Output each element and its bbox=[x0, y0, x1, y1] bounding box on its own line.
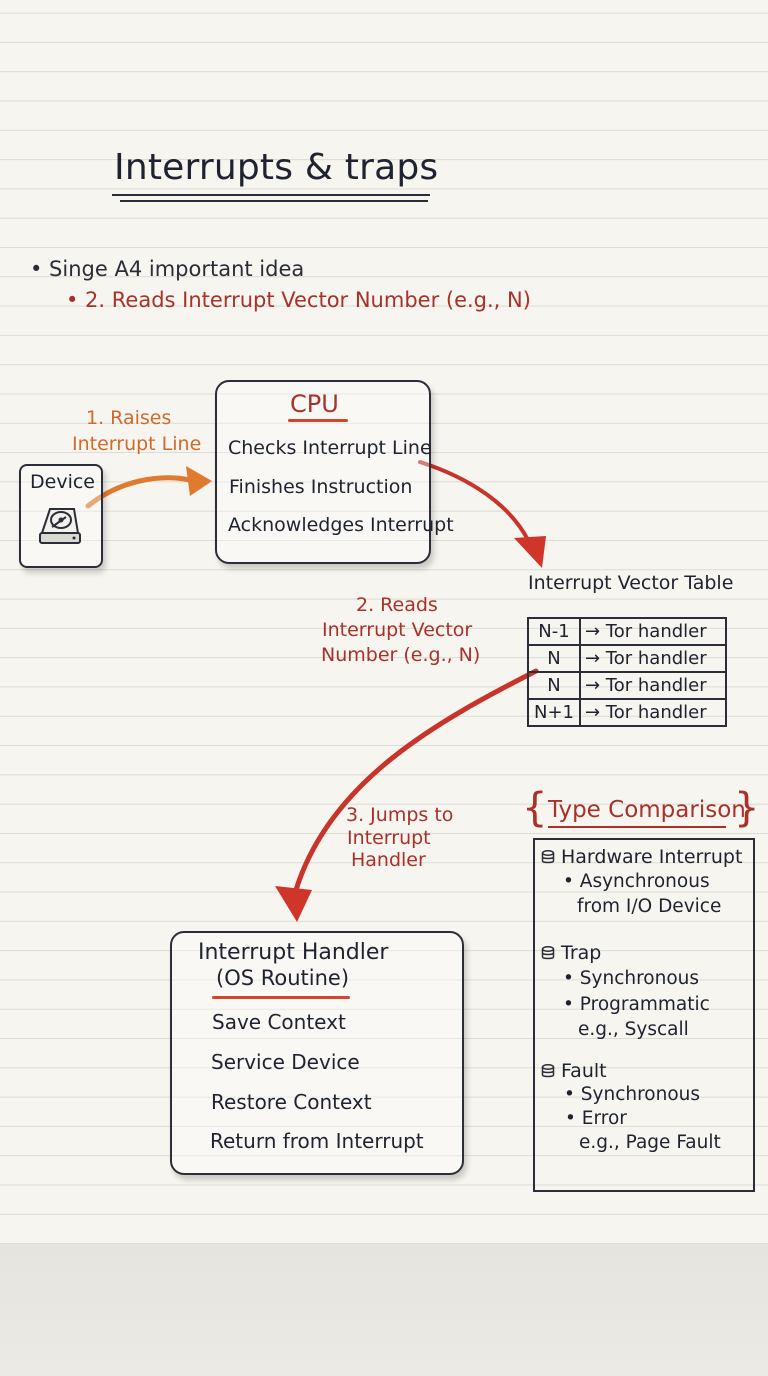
comparison-group-hardware: Hardware Interrupt bbox=[541, 848, 742, 867]
comparison-item: from I/O Device bbox=[577, 896, 722, 917]
comparison-item: e.g., Page Fault bbox=[579, 1132, 721, 1153]
comparison-brace-close: } bbox=[734, 785, 760, 831]
database-icon bbox=[541, 1064, 555, 1078]
ivt-entry: → Tor handler bbox=[579, 644, 727, 673]
interrupt-vector-table: N-1 → Tor handler N → Tor handler N → To… bbox=[527, 617, 727, 727]
comparison-group-fault: Fault bbox=[541, 1062, 607, 1081]
cpu-title-underline bbox=[288, 419, 348, 422]
ivt-entry: → Tor handler bbox=[579, 617, 727, 646]
comparison-group-name: Hardware Interrupt bbox=[561, 846, 743, 868]
database-icon bbox=[541, 946, 555, 960]
comparison-group-trap: Trap bbox=[541, 944, 601, 963]
step3-label-line1: 3. Jumps to bbox=[346, 804, 454, 826]
step2-label-line3: Number (e.g., N) bbox=[321, 644, 481, 666]
ivt-index: N+1 bbox=[527, 698, 581, 727]
ivt-index: N bbox=[527, 671, 581, 700]
cpu-line-acknowledge: Acknowledges Interrupt bbox=[228, 514, 454, 536]
ivt-entry: → Tor handler bbox=[579, 671, 727, 700]
title-underline bbox=[112, 194, 430, 196]
page-title: Interrupts & traps bbox=[114, 147, 439, 188]
comparison-item: • Programmatic bbox=[563, 994, 710, 1015]
table-row: N+1 → Tor handler bbox=[527, 698, 727, 727]
ivt-entry: → Tor handler bbox=[579, 698, 727, 727]
cpu-line-check: Checks Interrupt Line bbox=[228, 437, 432, 459]
comparison-brace-open: { bbox=[522, 785, 548, 831]
comparison-item: • Error bbox=[565, 1108, 627, 1129]
handler-line-service: Service Device bbox=[211, 1050, 360, 1074]
interrupt-handler-box bbox=[170, 931, 464, 1175]
arrow-ivt-to-handler-head bbox=[275, 886, 312, 922]
cpu-box bbox=[215, 380, 431, 564]
table-row: N-1 → Tor handler bbox=[527, 617, 727, 646]
step1-label-line1: 1. Raises bbox=[86, 407, 172, 429]
ivt-index: N-1 bbox=[527, 617, 581, 646]
handler-subtitle-underline bbox=[212, 996, 350, 999]
handler-line-restore: Restore Context bbox=[211, 1090, 372, 1114]
comparison-item: • Asynchronous bbox=[563, 871, 710, 892]
note-bullet-1: • Singe A4 important idea bbox=[30, 257, 305, 281]
comparison-group-name: Fault bbox=[561, 1060, 607, 1082]
table-row: N → Tor handler bbox=[527, 644, 727, 673]
title-underline-second bbox=[120, 200, 428, 202]
comparison-item: • Synchronous bbox=[564, 1084, 701, 1105]
step3-label-line3: Handler bbox=[351, 849, 426, 871]
cpu-line-finish: Finishes Instruction bbox=[229, 476, 413, 498]
arrow-device-to-cpu bbox=[85, 475, 193, 509]
comparison-box bbox=[533, 838, 755, 1192]
hard-drive-icon bbox=[39, 508, 81, 544]
arrow-device-to-cpu-head bbox=[186, 466, 212, 496]
arrow-cpu-to-ivt bbox=[418, 460, 530, 542]
flow-arrows bbox=[85, 460, 546, 922]
cpu-title: CPU bbox=[290, 390, 339, 418]
comparison-item: e.g., Syscall bbox=[578, 1019, 689, 1040]
database-icon bbox=[541, 850, 555, 864]
handler-line-return: Return from Interrupt bbox=[210, 1129, 424, 1153]
handler-line-save: Save Context bbox=[212, 1010, 346, 1034]
ivt-index: N bbox=[527, 644, 581, 673]
ivt-title: Interrupt Vector Table bbox=[528, 572, 734, 594]
comparison-item: • Synchronous bbox=[563, 968, 700, 989]
note-bullet-2: • 2. Reads Interrupt Vector Number (e.g.… bbox=[66, 288, 531, 312]
arrow-ivt-to-handler bbox=[293, 668, 539, 893]
step1-label-line2: Interrupt Line bbox=[72, 433, 202, 455]
step2-label-line2: Interrupt Vector bbox=[322, 619, 473, 641]
comparison-group-name: Trap bbox=[561, 942, 602, 964]
device-label: Device bbox=[30, 471, 95, 493]
step2-label-line1: 2. Reads bbox=[356, 594, 438, 616]
paper-shadow-area bbox=[0, 1244, 768, 1376]
comparison-title: Type Comparison bbox=[548, 797, 746, 823]
handler-title: Interrupt Handler bbox=[198, 940, 389, 965]
table-row: N → Tor handler bbox=[527, 671, 727, 700]
comparison-title-underline bbox=[548, 826, 726, 828]
step3-label-line2: Interrupt bbox=[347, 827, 431, 849]
handler-subtitle: (OS Routine) bbox=[216, 966, 350, 990]
arrow-cpu-to-ivt-head bbox=[514, 536, 546, 568]
